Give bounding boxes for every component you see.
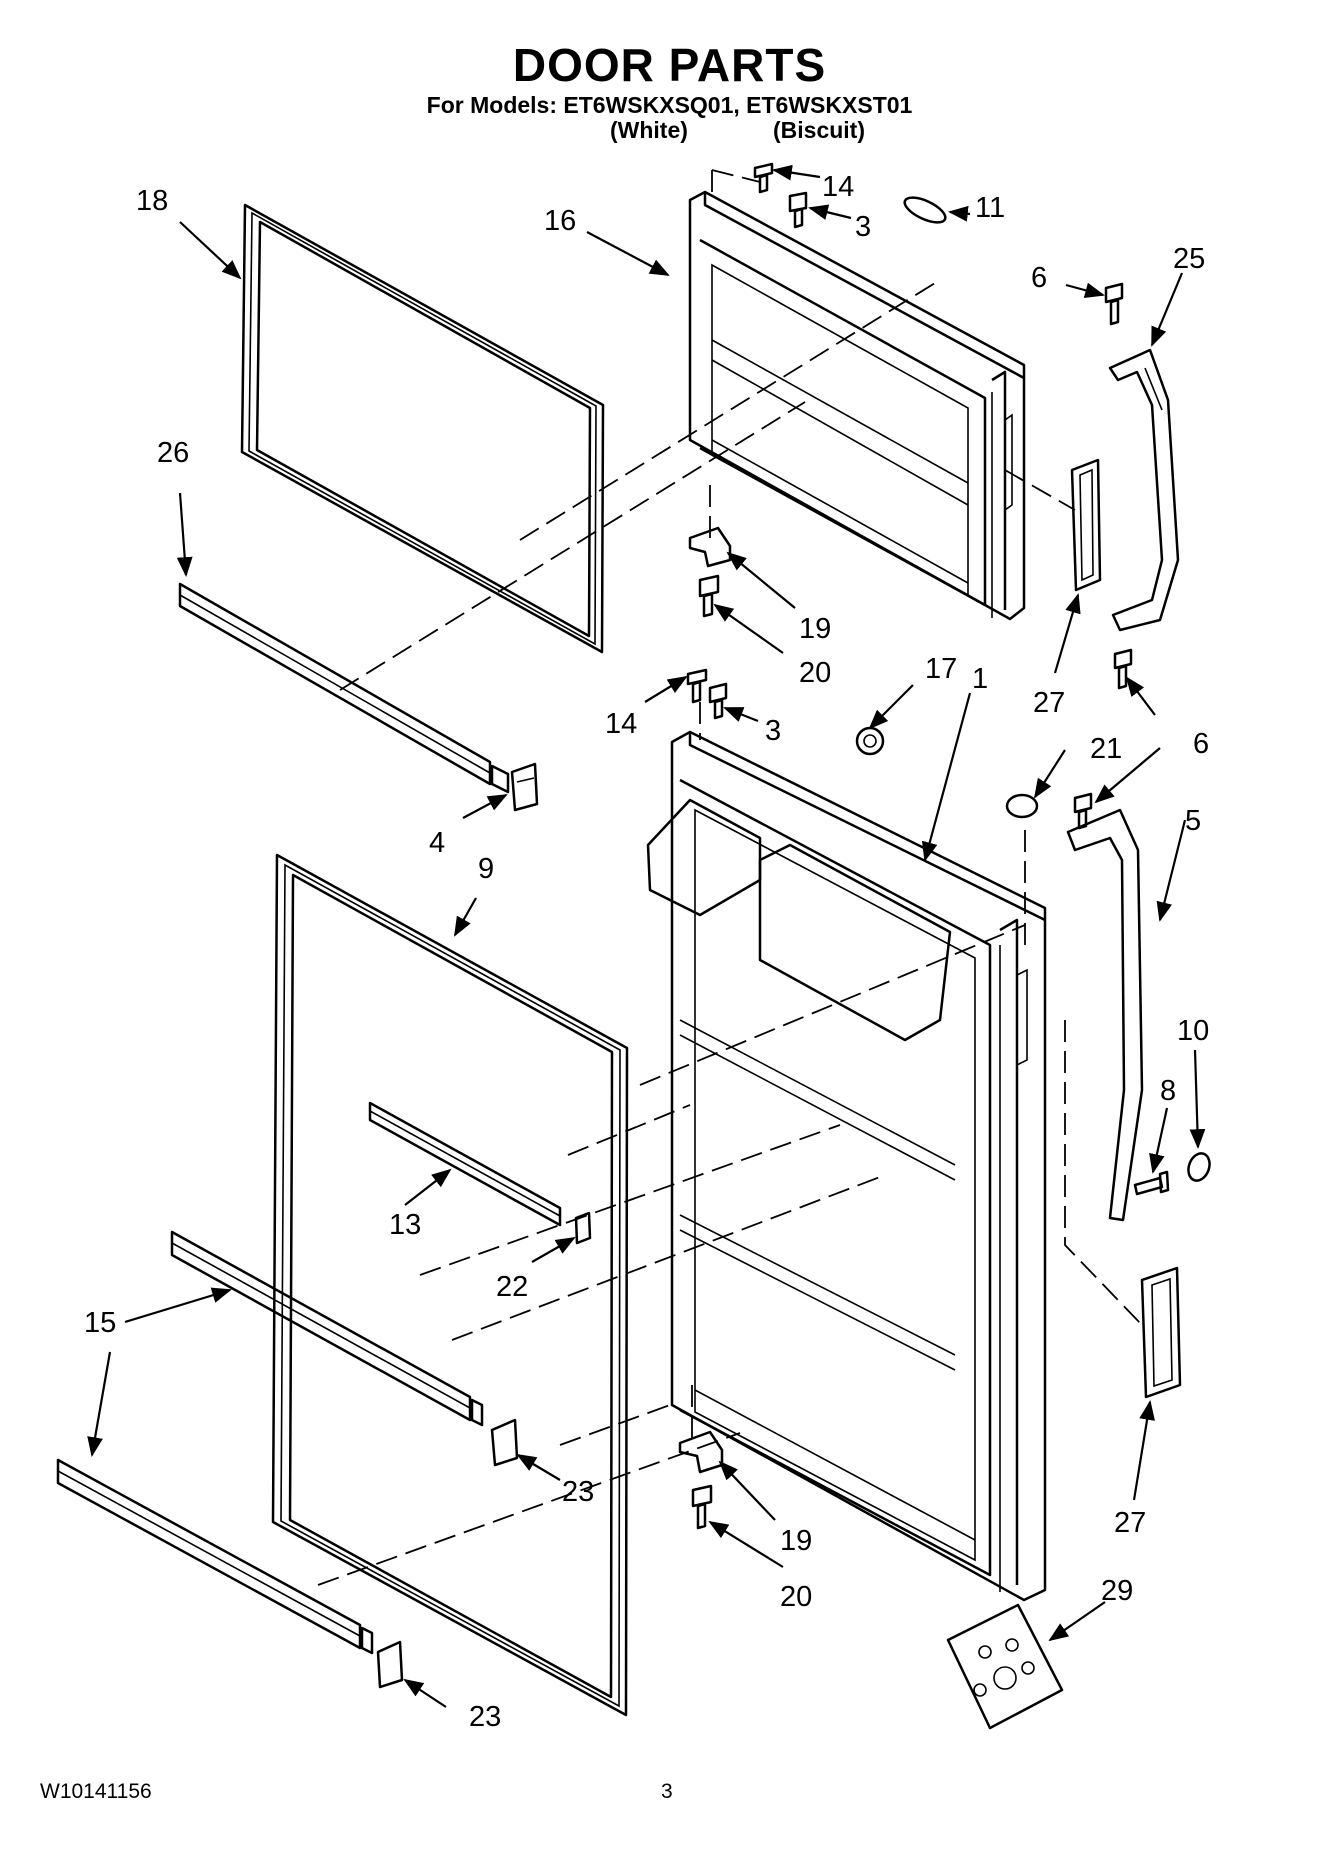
- callout-6-upper: 6: [1031, 262, 1047, 294]
- assembly-lines: [317, 169, 1143, 1586]
- freezer-door-trim-26: [178, 582, 510, 794]
- screw-6-middle: [1073, 792, 1093, 830]
- callout-17: 17: [925, 653, 957, 685]
- callout-9: 9: [478, 853, 494, 885]
- callout-4: 4: [429, 827, 445, 859]
- screw-14-upper: [753, 162, 774, 194]
- door-trim-15-upper: [170, 1230, 484, 1427]
- callout-3-upper: 3: [855, 211, 871, 243]
- hinge-19-upper: [688, 526, 732, 568]
- plug-10: [1187, 1152, 1211, 1182]
- callout-27-lower: 27: [1114, 1507, 1146, 1539]
- end-cap-4: [510, 762, 539, 812]
- screw-20-lower: [691, 1484, 713, 1530]
- callout-16: 16: [544, 205, 576, 237]
- callout-20-lower: 20: [780, 1581, 812, 1613]
- callout-11: 11: [975, 192, 1005, 224]
- screw-3-upper: [788, 191, 808, 229]
- callout-14-lower: 14: [605, 708, 637, 740]
- clip-22: [574, 1211, 592, 1245]
- screw-14-lower: [686, 668, 708, 704]
- callout-14-upper: 14: [822, 171, 854, 203]
- callout-8: 8: [1160, 1075, 1176, 1107]
- variant-biscuit-label: (Biscuit): [773, 117, 865, 143]
- retainer-bar-13: [368, 1101, 562, 1227]
- callout-23-lower: 23: [469, 1701, 501, 1733]
- callout-26: 26: [157, 437, 189, 469]
- callout-19-upper: 19: [799, 613, 831, 645]
- callout-3-lower: 3: [765, 715, 781, 747]
- callout-5: 5: [1185, 805, 1201, 837]
- callout-20-upper: 20: [799, 657, 831, 689]
- page-number: 3: [661, 1780, 673, 1803]
- callout-15: 15: [84, 1307, 116, 1339]
- callout-1: 1: [972, 663, 988, 695]
- door-trim-15-lower: [56, 1458, 374, 1655]
- page-title: DOOR PARTS: [512, 39, 827, 91]
- callout-27-upper: 27: [1033, 687, 1065, 719]
- cap-21: [1005, 793, 1039, 819]
- fresh-food-door-1: [646, 730, 1047, 1602]
- callout-18: 18: [136, 185, 168, 217]
- fresh-food-gasket-9: [271, 853, 629, 1717]
- screw-6-lower: [1113, 648, 1133, 690]
- handle-25: [1108, 348, 1180, 632]
- callout-23-upper: 23: [562, 1476, 594, 1508]
- screw-8: [1133, 1170, 1170, 1196]
- screw-6-upper: [1104, 282, 1124, 326]
- handle-insert-27-lower: [1140, 1266, 1182, 1399]
- callout-arrows: [87, 164, 1206, 1708]
- end-cap-23-lower: [376, 1640, 404, 1689]
- screw-3-lower: [708, 682, 728, 720]
- freezer-gasket-18: [240, 203, 605, 654]
- end-cap-23-upper: [490, 1418, 519, 1467]
- callout-22: 22: [496, 1271, 528, 1303]
- screw-20-upper: [698, 574, 720, 618]
- variant-white-label: (White): [610, 117, 688, 143]
- hardware-bag-29: [946, 1603, 1064, 1730]
- callout-6-lower: 6: [1193, 728, 1209, 760]
- freezer-door-16: [688, 190, 1026, 621]
- callout-21: 21: [1090, 733, 1122, 765]
- plug-11: [903, 196, 947, 224]
- callout-numbers: 18 16 14 3 11 6 25 26 19 20 27 17 1 21 6…: [84, 171, 1209, 1733]
- callout-13: 13: [389, 1209, 421, 1241]
- handle-5: [1066, 808, 1144, 1222]
- callout-19-lower: 19: [780, 1525, 812, 1557]
- callout-25: 25: [1173, 243, 1205, 275]
- callout-10: 10: [1177, 1015, 1209, 1047]
- stop-17: [855, 726, 885, 756]
- models-line: For Models: ET6WSKXSQ01, ET6WSKXST01: [426, 92, 913, 118]
- document-number: W10141156: [40, 1780, 152, 1803]
- handle-insert-27-upper: [1070, 458, 1102, 592]
- callout-29: 29: [1101, 1575, 1133, 1607]
